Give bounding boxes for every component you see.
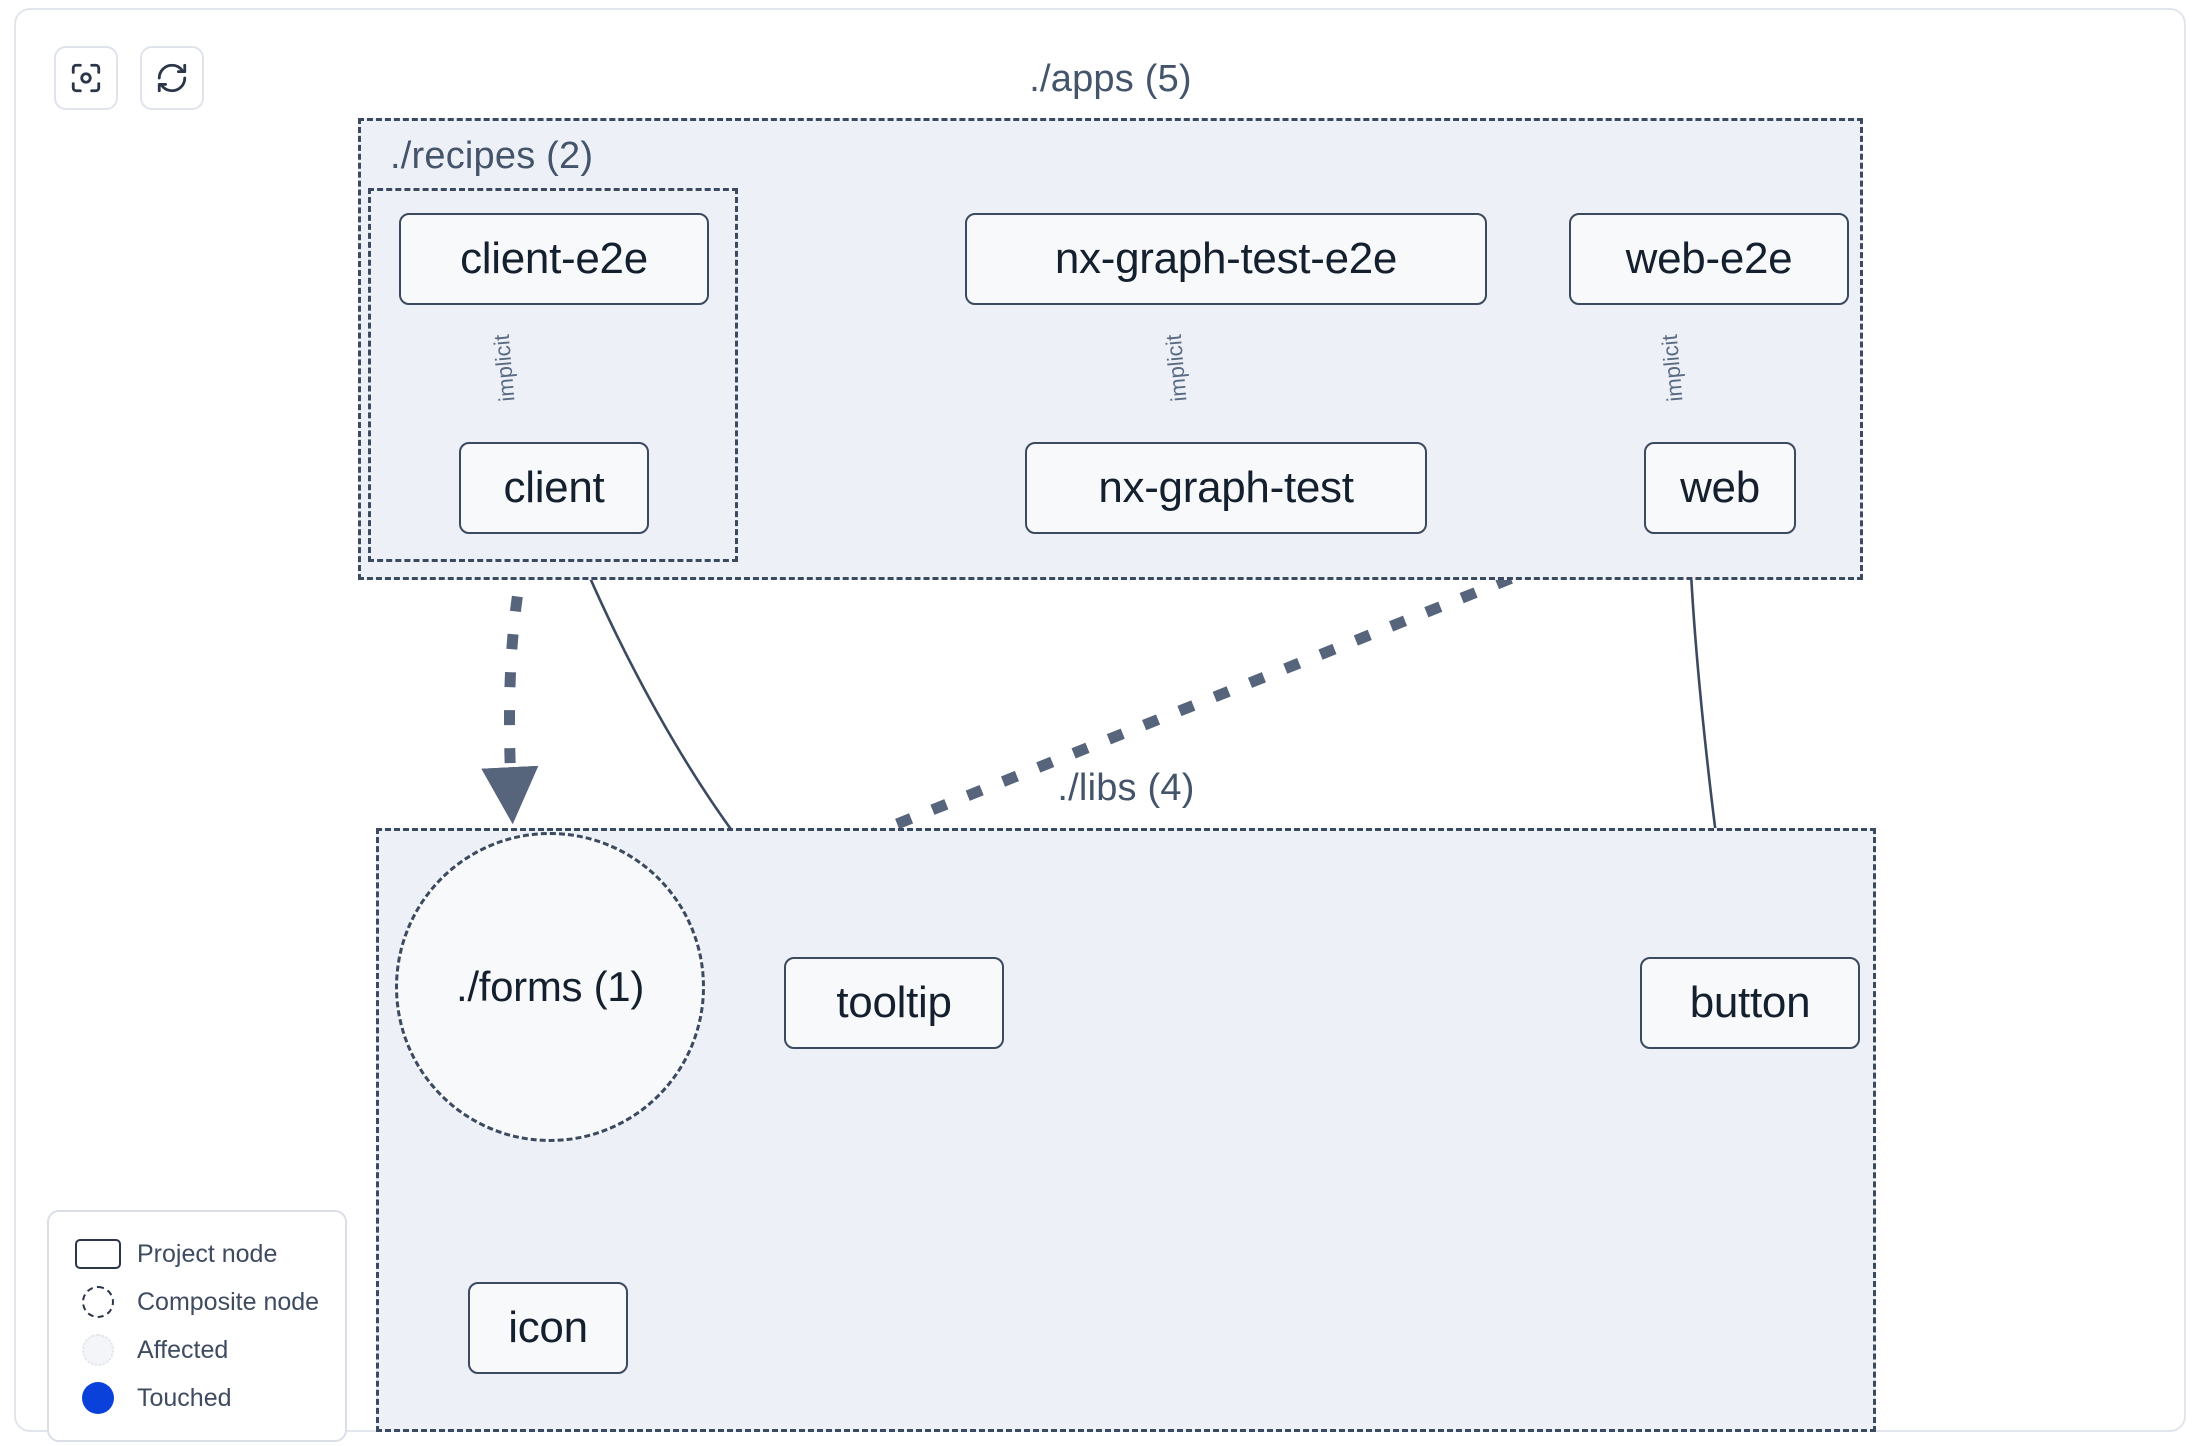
group-apps-label: ./apps (5) — [1029, 58, 1192, 100]
legend-item-composite-node: Composite node — [69, 1278, 325, 1326]
node-client-e2e[interactable]: client-e2e — [399, 213, 709, 305]
legend-label-project-node: Project node — [137, 1239, 278, 1268]
node-button[interactable]: button — [1640, 957, 1860, 1049]
affected-swatch — [69, 1334, 127, 1366]
graph-toolbar — [54, 46, 204, 110]
node-web[interactable]: web — [1644, 442, 1796, 534]
focus-graph-button[interactable] — [54, 46, 118, 110]
legend-item-touched: Touched — [69, 1374, 325, 1422]
legend-item-affected: Affected — [69, 1326, 325, 1374]
group-libs-label: ./libs (4) — [1057, 767, 1195, 809]
node-web-e2e[interactable]: web-e2e — [1569, 213, 1849, 305]
focus-target-icon — [69, 61, 103, 95]
graph-legend: Project node Composite node Affected Tou… — [47, 1210, 347, 1442]
node-icon[interactable]: icon — [468, 1282, 628, 1374]
group-recipes[interactable] — [368, 188, 738, 562]
group-recipes-label: ./recipes (2) — [390, 135, 594, 177]
node-nx-graph-test[interactable]: nx-graph-test — [1025, 442, 1427, 534]
legend-item-project-node: Project node — [69, 1230, 325, 1278]
touched-swatch — [69, 1382, 127, 1414]
legend-label-composite-node: Composite node — [137, 1287, 320, 1316]
legend-label-touched: Touched — [137, 1383, 232, 1412]
legend-label-affected: Affected — [137, 1335, 229, 1364]
node-client[interactable]: client — [459, 442, 649, 534]
refresh-icon — [155, 61, 189, 95]
graph-canvas-panel[interactable]: ./apps (5) ./recipes (2) ./libs (4) clie… — [14, 8, 2186, 1442]
node-nx-graph-test-e2e[interactable]: nx-graph-test-e2e — [965, 213, 1487, 305]
node-forms-composite[interactable]: ./forms (1) — [395, 832, 705, 1142]
composite-node-swatch — [69, 1286, 127, 1318]
refresh-graph-button[interactable] — [140, 46, 204, 110]
node-tooltip[interactable]: tooltip — [784, 957, 1004, 1049]
project-node-swatch — [69, 1239, 127, 1269]
